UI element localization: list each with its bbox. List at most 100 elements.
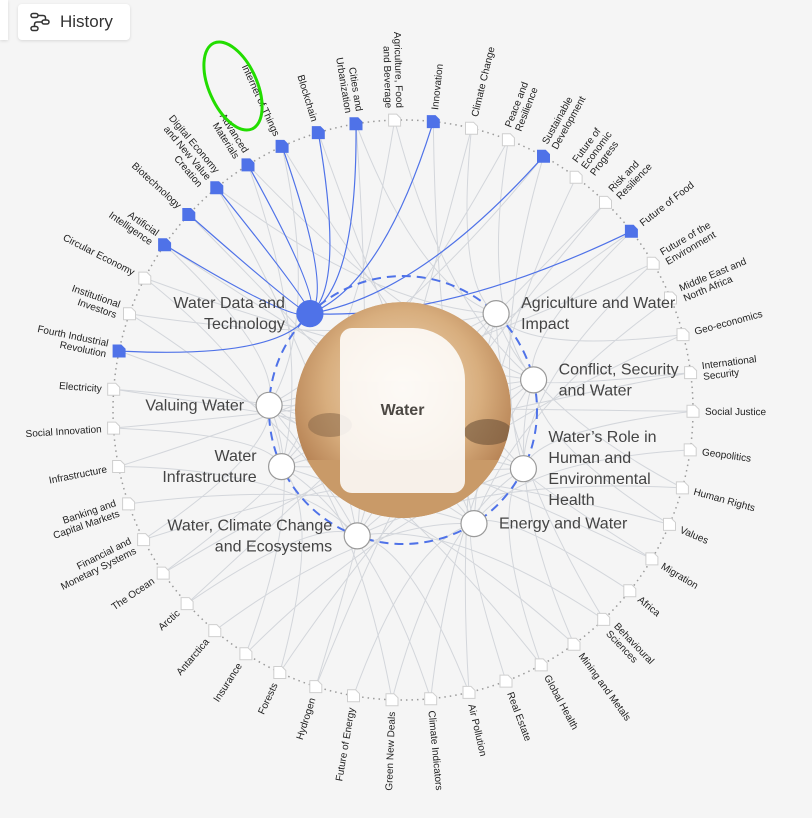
- outer-topic-agriculture-food-and-beverage[interactable]: Agriculture, Foodand Beverage: [380, 32, 404, 127]
- outer-topic-node[interactable]: [241, 158, 255, 172]
- outer-topic-future-of-the-environment[interactable]: Future of theEnvironment: [646, 220, 719, 270]
- outer-topic-innovation[interactable]: Innovation: [426, 63, 446, 129]
- outer-topic-node[interactable]: [349, 117, 363, 131]
- outer-topic-node[interactable]: [273, 666, 287, 679]
- outer-topic-blockchain[interactable]: Blockchain: [294, 74, 325, 140]
- outer-topic-behavioural-sciences[interactable]: BehaviouralSciences: [597, 612, 656, 674]
- outer-topic-node[interactable]: [686, 404, 700, 418]
- outer-topic-node[interactable]: [137, 533, 151, 547]
- outer-topic-node[interactable]: [624, 224, 638, 238]
- outer-topic-node[interactable]: [424, 692, 438, 706]
- outer-topic-node[interactable]: [623, 584, 637, 598]
- outer-topic-global-health[interactable]: Global Health: [534, 658, 580, 732]
- outer-topic-node[interactable]: [385, 693, 399, 707]
- outer-topic-banking-and-capital-markets[interactable]: Banking andCapital Markets: [48, 497, 136, 542]
- outer-topic-node[interactable]: [501, 133, 515, 147]
- outer-topic-node[interactable]: [534, 658, 548, 672]
- outer-topic-migration[interactable]: Migration: [645, 552, 700, 592]
- center-topic-card[interactable]: Water: [340, 328, 465, 493]
- outer-topic-insurance[interactable]: Insurance: [212, 647, 253, 705]
- outer-topic-values[interactable]: Values: [663, 517, 710, 547]
- outer-topic-climate-change[interactable]: Climate Change: [465, 45, 498, 135]
- outer-topic-node[interactable]: [158, 238, 172, 252]
- inner-topic-node[interactable]: [482, 300, 510, 328]
- outer-topic-node[interactable]: [465, 121, 478, 135]
- outer-topic-node[interactable]: [537, 149, 550, 163]
- inner-topic-node[interactable]: [509, 455, 538, 483]
- outer-topic-fourth-industrial-revolution[interactable]: Fourth IndustrialRevolution: [34, 324, 126, 360]
- outer-topic-node[interactable]: [426, 115, 440, 129]
- outer-topic-social-justice[interactable]: Social Justice: [686, 404, 767, 418]
- outer-topic-peace-and-resilience[interactable]: Peace andResilience: [501, 81, 541, 147]
- inner-topic-node[interactable]: [255, 391, 283, 419]
- outer-topic-the-ocean[interactable]: The Ocean: [110, 566, 170, 613]
- inner-topic-node[interactable]: [296, 300, 324, 328]
- outer-topic-node[interactable]: [388, 113, 402, 127]
- inner-topic-node[interactable]: [343, 522, 371, 550]
- outer-topic-social-innovation[interactable]: Social Innovation: [25, 421, 121, 440]
- outer-topic-node[interactable]: [275, 139, 289, 153]
- outer-topic-node[interactable]: [123, 307, 136, 321]
- outer-topic-future-of-economic-progress[interactable]: Future ofEconomicProgress: [569, 123, 623, 184]
- outer-topic-node[interactable]: [182, 208, 196, 221]
- inner-topic-node[interactable]: [519, 366, 548, 394]
- outer-topic-node[interactable]: [347, 689, 360, 703]
- outer-topic-node[interactable]: [107, 382, 121, 396]
- inner-topic-valuing-water[interactable]: Valuing Water: [145, 391, 283, 419]
- outer-topic-node[interactable]: [112, 344, 126, 358]
- outer-topic-arctic[interactable]: Arctic: [156, 597, 194, 634]
- outer-topic-geo-economics[interactable]: Geo-economics: [676, 309, 764, 342]
- outer-topic-institutional-investors[interactable]: InstitutionalInvestors: [66, 283, 136, 321]
- outer-topic-node[interactable]: [684, 366, 698, 380]
- outer-topic-node[interactable]: [567, 637, 581, 651]
- outer-topic-node[interactable]: [646, 256, 660, 270]
- outer-topic-node[interactable]: [664, 291, 677, 305]
- outer-topic-antarctica[interactable]: Antarctica: [175, 624, 222, 678]
- outer-topic-international-security[interactable]: InternationalSecurity: [684, 354, 759, 383]
- outer-topic-node[interactable]: [309, 680, 323, 694]
- outer-topic-node[interactable]: [676, 328, 690, 342]
- outer-topic-financial-and-monetary-systems[interactable]: Financial andMonetary Systems: [54, 533, 151, 593]
- outer-topic-node[interactable]: [597, 612, 611, 626]
- outer-topic-forests[interactable]: Forests: [256, 666, 287, 717]
- outer-topic-node[interactable]: [107, 421, 121, 435]
- outer-topic-geopolitics[interactable]: Geopolitics: [683, 443, 752, 465]
- outer-topic-node[interactable]: [462, 685, 476, 699]
- outer-topic-node[interactable]: [499, 674, 513, 688]
- outer-topic-node[interactable]: [239, 647, 253, 661]
- outer-topic-node[interactable]: [569, 170, 583, 184]
- outer-topic-node[interactable]: [156, 566, 170, 580]
- outer-topic-human-rights[interactable]: Human Rights: [675, 481, 756, 514]
- outer-topic-climate-indicators[interactable]: Climate Indicators: [424, 692, 444, 791]
- outer-topic-node[interactable]: [663, 517, 676, 531]
- outer-topic-node[interactable]: [311, 126, 325, 140]
- outer-topic-node[interactable]: [599, 195, 612, 209]
- outer-topic-infrastructure[interactable]: Infrastructure: [48, 460, 126, 487]
- outer-topic-future-of-energy[interactable]: Future of Energy: [334, 689, 360, 782]
- outer-topic-electricity[interactable]: Electricity: [59, 381, 121, 396]
- outer-topic-node[interactable]: [138, 271, 152, 285]
- outer-topic-middle-east-and-north-africa[interactable]: Middle East andNorth Africa: [664, 256, 753, 305]
- outer-topic-green-new-deals[interactable]: Green New Deals: [384, 693, 399, 791]
- history-button[interactable]: History: [18, 4, 130, 40]
- outer-topic-future-of-food[interactable]: Future of Food: [624, 180, 696, 238]
- outer-topic-node[interactable]: [208, 624, 222, 638]
- outer-topic-air-pollution[interactable]: Air Pollution: [462, 685, 488, 758]
- outer-topic-real-estate[interactable]: Real Estate: [499, 674, 533, 743]
- outer-topic-node[interactable]: [675, 481, 689, 495]
- outer-topic-node[interactable]: [122, 497, 136, 511]
- outer-topic-africa[interactable]: Africa: [623, 584, 663, 620]
- outer-topic-artificial-intelligence[interactable]: ArtificialIntelligence: [106, 201, 172, 252]
- outer-topic-node[interactable]: [112, 460, 126, 473]
- outer-topic-node[interactable]: [683, 443, 697, 457]
- outer-topic-hydrogen[interactable]: Hydrogen: [295, 680, 323, 742]
- outer-topic-cities-and-urbanization[interactable]: Cities andUrbanization: [333, 55, 364, 131]
- outer-topic-node[interactable]: [210, 181, 224, 195]
- inner-topic-node[interactable]: [460, 509, 488, 538]
